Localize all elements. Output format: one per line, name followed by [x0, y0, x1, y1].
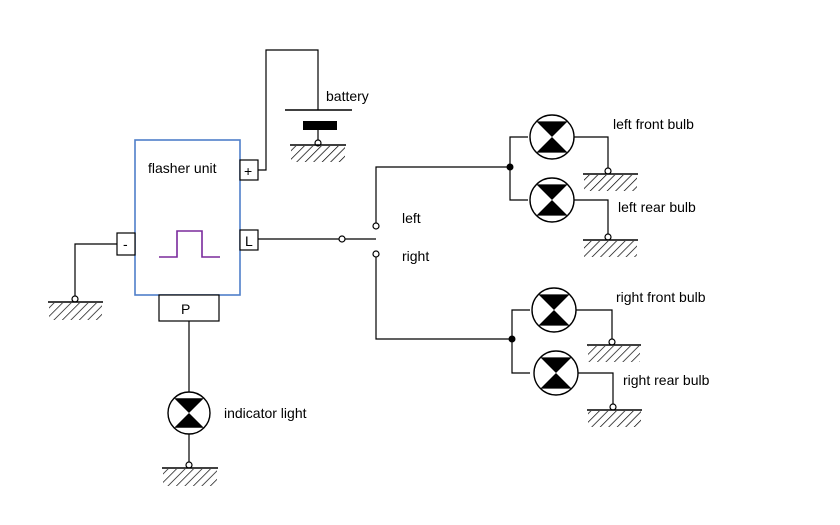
battery-label: battery — [326, 88, 369, 104]
right-front-bulb — [531, 287, 577, 333]
left-rear-bulb-label: left rear bulb — [618, 199, 696, 215]
flasher-unit-label: flasher unit — [148, 160, 217, 176]
terminal-p-label: P — [181, 301, 190, 317]
right-rear-bulb — [533, 350, 579, 396]
battery-plate — [303, 121, 337, 130]
pulse-symbol — [159, 230, 220, 258]
terminal-p: P — [158, 294, 220, 322]
terminal-l-label: L — [245, 233, 253, 249]
indicator-light-label: indicator light — [224, 405, 307, 421]
left-junction — [506, 163, 514, 171]
left-front-bulb — [529, 114, 575, 160]
right-rear-bulb-label: right rear bulb — [623, 372, 710, 388]
ground-symbol — [290, 144, 346, 162]
ground-symbol — [583, 173, 638, 191]
terminal-l: L — [239, 229, 259, 251]
left-rear-bulb — [529, 177, 575, 223]
ground-symbol — [587, 409, 642, 427]
ground-symbol — [48, 301, 103, 320]
switch-right-contact — [372, 250, 380, 258]
switch-common-contact — [338, 235, 346, 243]
indicator-switch: left right — [258, 210, 429, 264]
terminal-minus: - — [116, 232, 136, 256]
switch-right-label: right — [402, 248, 429, 264]
indicator-light-bulb — [167, 391, 211, 435]
flasher-unit: flasher unit — [134, 139, 241, 296]
ground-symbol — [162, 467, 218, 486]
battery: battery — [258, 49, 369, 171]
ground-symbol — [587, 344, 641, 362]
ground-symbol — [583, 239, 638, 257]
switch-left-label: left — [402, 210, 421, 226]
right-junction — [508, 335, 516, 343]
right-front-bulb-label: right front bulb — [616, 289, 706, 305]
switch-left-contact — [372, 222, 380, 230]
terminal-minus-label: - — [123, 236, 128, 252]
left-front-bulb-label: left front bulb — [613, 116, 694, 132]
terminal-plus: + — [239, 159, 259, 181]
terminal-plus-label: + — [244, 163, 252, 179]
